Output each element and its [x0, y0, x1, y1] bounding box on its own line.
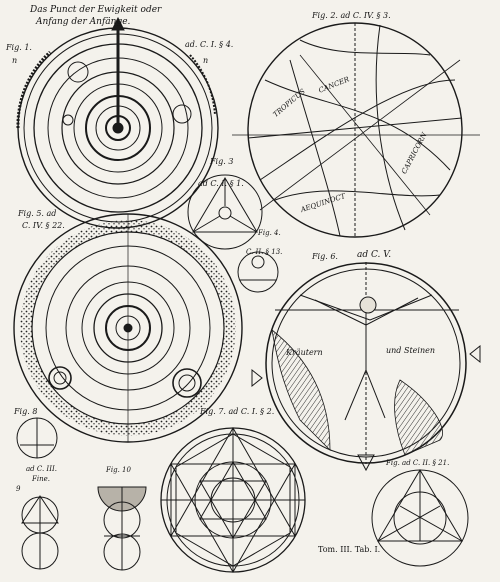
fig1-ref: ad. C. I. § 4. [185, 40, 234, 49]
fig2-label: Fig. 2. ad C. IV. § 3. [312, 11, 391, 20]
fig11-label: Fig. ad C. II. § 21. [386, 459, 450, 467]
fig6-text-left: Kräutern [286, 348, 323, 357]
fig10-circles [97, 486, 147, 571]
fig8-circle [16, 417, 58, 459]
fig4-ref: C. II. § 13. [246, 248, 283, 256]
fig6-man-circle [251, 262, 481, 472]
fig6-ref: ad C. V. [357, 250, 392, 260]
fig1-letter-right: n [203, 56, 209, 65]
fig9-circles [21, 495, 59, 570]
fig7-label: Fig. 7. ad C. I. § 2. [200, 407, 275, 416]
fig9-number: 9 [16, 485, 21, 493]
fig4-label: Fig. 4. [258, 229, 281, 237]
fig9-label: ad C. III. [26, 465, 57, 473]
plate-title-line1: Das Punct der Ewigkeit oder [30, 5, 162, 15]
fig2-celestial-sphere [232, 22, 480, 238]
fig5-label: Fig. 5. ad [18, 209, 57, 218]
plate-signature: Tom. III. Tab. I. [318, 545, 381, 554]
fig3-triangle-circle [187, 174, 263, 250]
fig6-text-right: und Steinen [386, 346, 435, 355]
fig7-star-geometry [160, 426, 306, 574]
fig11-triangle-circle [371, 469, 469, 567]
fig9-sub: Fine. [32, 475, 50, 483]
fig3-ref: ad C. I. § 1. [198, 179, 244, 188]
fig10-label: Fig. 10 [106, 466, 131, 474]
fig1-label: Fig. 1. [6, 43, 32, 52]
fig1-letter-left: n [12, 56, 18, 65]
plate-title-line2: Anfang der Anfänge. [36, 17, 131, 27]
fig5-cosmos [13, 213, 243, 443]
fig8-label: Fig. 8 [14, 407, 38, 416]
fig4-circle [237, 251, 279, 293]
fig1-diagram [16, 16, 219, 229]
fig3-label: Fig. 3 [210, 157, 234, 166]
fig6-label: Fig. 6. [312, 252, 338, 261]
fig5-ref: C. IV. § 22. [22, 221, 65, 230]
